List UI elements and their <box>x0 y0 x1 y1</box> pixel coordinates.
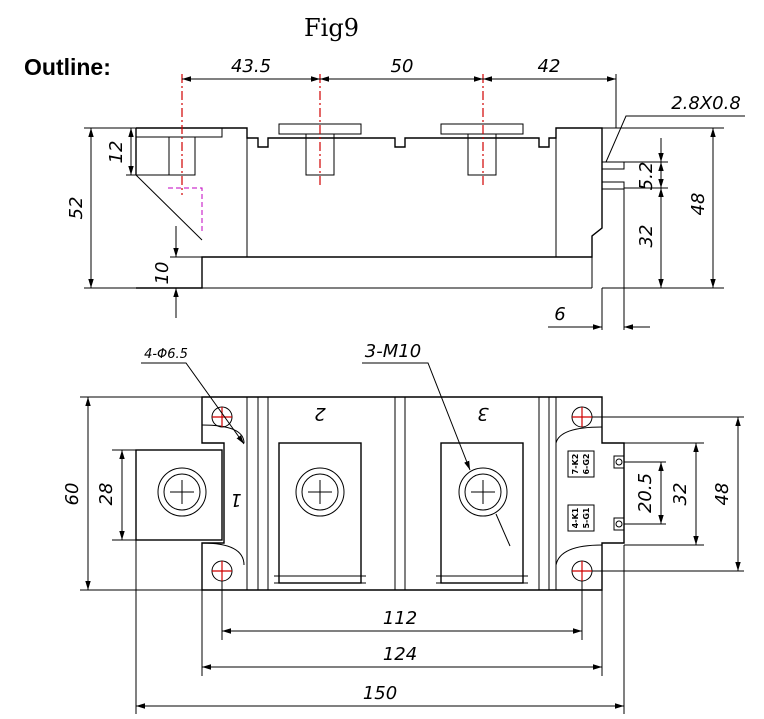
dim-52: 52 <box>66 197 87 220</box>
terminal-3-label: 3 <box>477 403 488 424</box>
terminal-2-label: 2 <box>314 403 325 424</box>
aux-label-7-k2: 7-K2 <box>571 454 580 475</box>
aux-label-6-g2: 6-G2 <box>582 453 591 474</box>
top-view: 4-Φ6.5 3-M10 60 28 20.5 32 48 112 124 15… <box>62 341 744 714</box>
side-view: 43.5 50 42 12 52 10 5.2 32 48 6 2.8X0.8 <box>66 56 745 330</box>
dim-32-side: 32 <box>636 225 657 248</box>
dim-28: 28 <box>96 483 117 506</box>
threads-label: 3-M10 <box>365 341 421 362</box>
side-body-outline <box>136 127 603 289</box>
dim-150: 150 <box>363 683 397 704</box>
dim-43-5: 43.5 <box>231 56 271 77</box>
dim-32-top: 32 <box>670 483 691 506</box>
aux-label-4-k1: 4-K1 <box>571 507 580 528</box>
dim-42: 42 <box>538 56 561 77</box>
dim-5-2: 5.2 <box>636 162 657 191</box>
dim-20-5: 20.5 <box>635 473 656 513</box>
dim-60: 60 <box>62 483 83 506</box>
aux-label-5-g1: 5-G1 <box>582 507 591 528</box>
dim-48-top: 48 <box>712 483 733 506</box>
dim-50: 50 <box>391 56 414 77</box>
terminal-1-label: 1 <box>230 489 241 510</box>
dim-10: 10 <box>152 262 173 285</box>
holes-label: 4-Φ6.5 <box>144 347 188 362</box>
pin-size-label: 2.8X0.8 <box>671 93 741 114</box>
dim-6: 6 <box>554 304 565 325</box>
figure-title: Fig9 <box>304 14 359 42</box>
dim-48-side: 48 <box>688 193 709 216</box>
dim-12: 12 <box>106 141 127 164</box>
outline-heading: Outline: <box>24 54 111 80</box>
top-body-outline <box>201 396 625 591</box>
dim-124: 124 <box>383 644 417 665</box>
dim-112: 112 <box>383 608 417 629</box>
